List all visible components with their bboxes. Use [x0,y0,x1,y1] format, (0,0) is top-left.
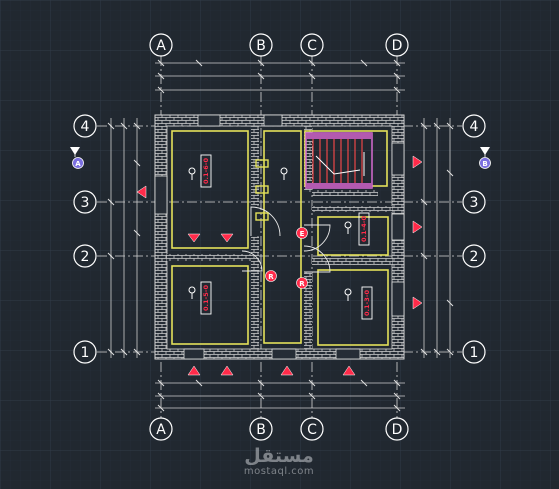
elevation-flag-label: A [75,160,81,168]
grid-bubble-left-4: 4 [73,114,97,138]
grid-bubble-right-4-label: 4 [470,119,479,135]
doors [241,206,331,273]
room-tag-room-middle-right: 0.1-4-0 [358,212,370,246]
room-marker-label: E [300,230,305,238]
room-tag-room-top-left: 0.1-6-0 [200,154,212,188]
grid-bubble-top-A: A [149,33,173,57]
grid-bubble-left-3-label: 3 [81,195,90,211]
room-tag-room-bottom-right: 0.1-3-0 [361,286,373,320]
watermark: مستقل mostaql.com [234,446,324,478]
room-tag-text: 0.1-4-0 [360,216,368,242]
elevation-triangles [136,155,423,376]
grid-bubble-left-1-label: 1 [81,345,90,361]
watermark-arabic: مستقل [244,445,314,467]
dimension-ticks [107,59,454,412]
light-fixtures [188,167,352,301]
room-marker-1: R [265,270,277,282]
room-tag-text: 0.1-6-0 [202,158,210,184]
grid-bubble-left-4-label: 4 [81,119,90,135]
staircase [305,132,373,189]
elevation-flags [70,147,491,169]
grid-bubble-left-3: 3 [73,190,97,214]
grid-bubble-bottom-A: A [149,417,173,441]
grid-bubble-right-1-label: 1 [470,345,479,361]
room-tag-text: 0.1-5-0 [202,285,210,311]
column-markers [255,159,269,221]
grid-bubble-right-4: 4 [462,114,486,138]
grid-bubble-left-2-label: 2 [81,249,90,265]
room-marker-label: R [299,280,305,288]
grid-bubble-left-2: 2 [73,244,97,268]
grid-bubble-top-D: D [385,33,409,57]
room-tag-text: 0.1-3-0 [363,290,371,316]
grid-bubble-left-1: 1 [73,340,97,364]
grid-bubble-top-C: C [300,33,324,57]
grid-bubble-bottom-D: D [385,417,409,441]
grid-bubble-right-3-label: 3 [470,195,479,211]
grid-bubble-bottom-C: C [300,417,324,441]
row-bubbles-right: 4 3 2 1 [462,114,486,364]
watermark-latin: mostaql.com [243,466,315,477]
grid-bubble-right-2-label: 2 [470,249,479,265]
grid-bubble-right-2: 2 [462,244,486,268]
grid-bubble-top-A-label: A [156,38,166,54]
grid-bubble-top-D-label: D [392,38,403,54]
room-markers: E R R [265,227,308,289]
room-marker-label: R [268,273,274,281]
grid-bubble-bottom-C-label: C [307,422,317,438]
grid-bubble-right-3: 3 [462,190,486,214]
windows [154,114,405,360]
grid-bubble-top-B: B [249,33,273,57]
grid-bubble-bottom-D-label: D [392,422,403,438]
elevation-flag-label: B [482,160,487,168]
grid-bubble-right-1: 1 [462,340,486,364]
room-marker-0: E [296,227,308,239]
grid-bubble-bottom-A-label: A [156,422,166,438]
column-bubbles-bottom: A B C D [149,417,409,441]
room-marker-2: R [296,277,308,289]
row-bubbles-left: 4 3 2 1 [73,114,97,364]
interior-walls [167,126,392,349]
grid-bubble-top-C-label: C [307,38,317,54]
grid-bubble-bottom-B: B [249,417,273,441]
column-bubbles-top: A B C D [149,33,409,57]
room-tags: 0.1-6-0 0.1-5-0 0.1-4-0 0.1-3-0 [200,154,373,320]
grid-bubble-bottom-B-label: B [256,422,266,438]
room-tag-room-bottom-left: 0.1-5-0 [200,281,212,315]
grid-bubble-top-B-label: B [256,38,266,54]
